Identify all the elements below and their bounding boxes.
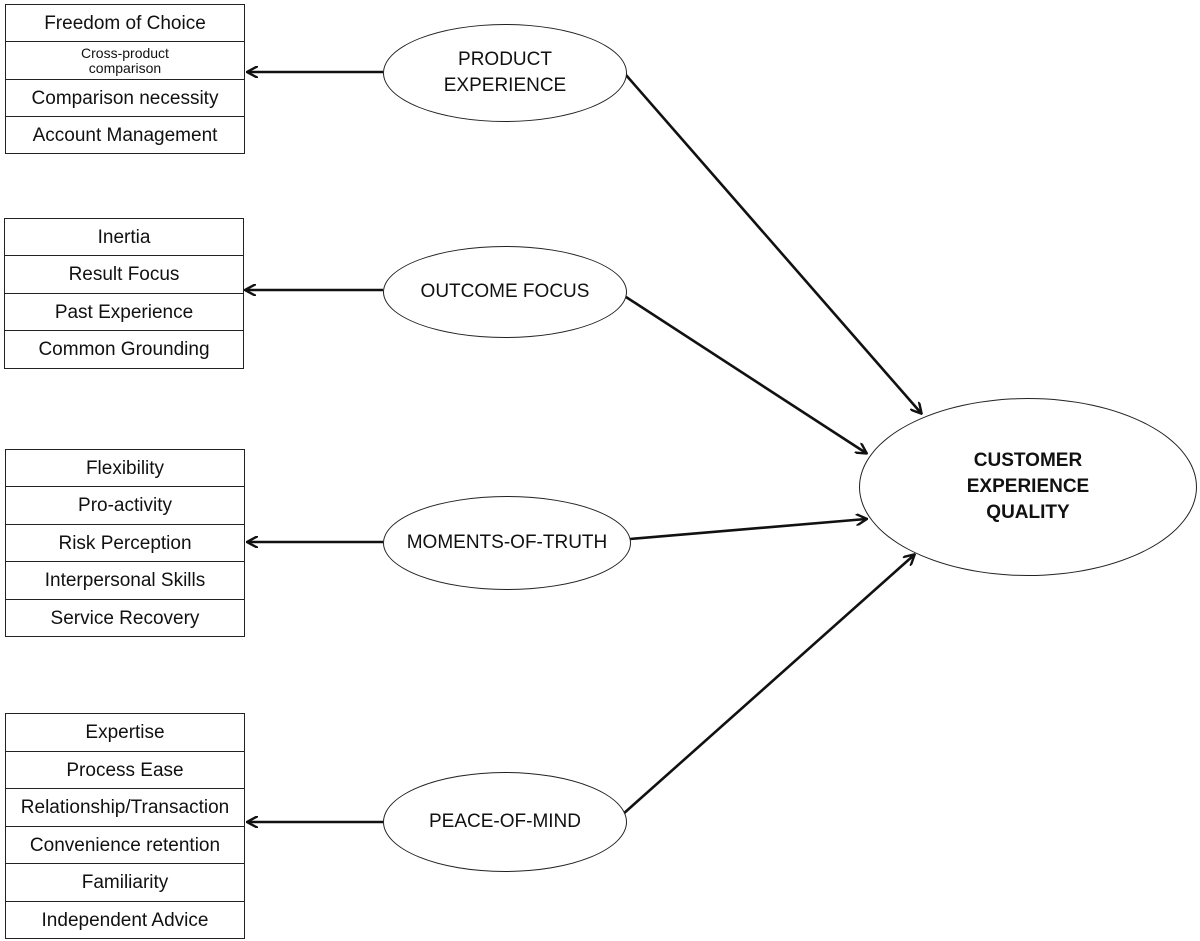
item-inertia: Inertia <box>4 218 244 256</box>
item-convenience-retention: Convenience retention <box>5 826 245 864</box>
item-interpersonal-skills: Interpersonal Skills <box>5 561 245 600</box>
item-result-focus: Result Focus <box>4 255 244 294</box>
item-comparison-necessity: Comparison necessity <box>5 79 245 117</box>
ellipse-outcome-focus: OUTCOME FOCUS <box>383 246 627 338</box>
item-service-recovery: Service Recovery <box>5 599 245 637</box>
item-relationship-transaction: Relationship/Transaction <box>5 788 245 827</box>
item-process-ease: Process Ease <box>5 751 245 789</box>
item-independent-advice: Independent Advice <box>5 901 245 939</box>
item-account-management: Account Management <box>5 116 245 154</box>
ellipse-peace-of-mind: PEACE-OF-MIND <box>383 772 627 872</box>
item-pro-activity: Pro-activity <box>5 486 245 525</box>
item-familiarity: Familiarity <box>5 863 245 902</box>
ellipse-moments-of-truth: MOMENTS-OF-TRUTH <box>383 496 631 590</box>
item-past-experience: Past Experience <box>4 293 244 331</box>
arrow-product-to-cxq <box>625 74 921 413</box>
item-risk-perception: Risk Perception <box>5 524 245 562</box>
item-cross-product-comparison: Cross-product comparison <box>5 41 245 80</box>
ellipse-product-experience: PRODUCT EXPERIENCE <box>383 24 627 122</box>
arrow-moments-to-cxq <box>629 519 866 541</box>
ellipse-customer-experience-quality: CUSTOMER EXPERIENCE QUALITY <box>859 398 1197 576</box>
arrow-outcome-to-cxq <box>625 295 866 453</box>
item-expertise: Expertise <box>5 713 245 752</box>
arrow-peace-to-cxq <box>621 555 914 816</box>
item-flexibility: Flexibility <box>5 449 245 487</box>
item-freedom-of-choice: Freedom of Choice <box>5 4 245 42</box>
item-common-grounding: Common Grounding <box>4 330 244 369</box>
